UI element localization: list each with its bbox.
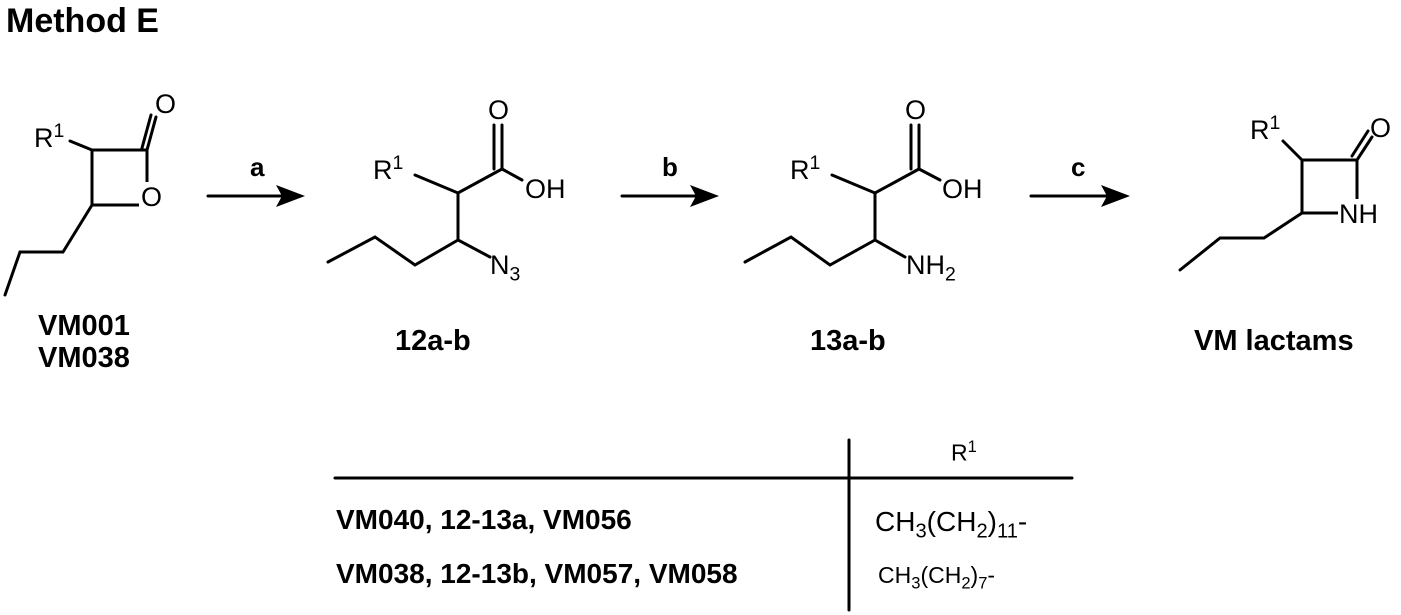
label-r1-s4: R1 <box>1250 112 1281 145</box>
label-nh2-s3: NH2 <box>906 250 956 286</box>
bond-r1 <box>1281 139 1304 162</box>
bond-backbone <box>413 167 504 195</box>
label-carbonyl-o-s1: O <box>155 89 177 119</box>
label-r1-s1: R1 <box>34 120 65 153</box>
arrowhead-c <box>1101 185 1130 207</box>
table-row-1-r1: CH3(CH2)11- <box>875 506 1028 543</box>
bond-oh <box>500 167 524 182</box>
step-label-b: b <box>662 152 678 182</box>
compound-label-start-2: VM038 <box>38 342 130 374</box>
label-ring-o-s1: O <box>139 182 165 213</box>
ring-top-right <box>1300 158 1359 189</box>
compound-label-13: 13a-b <box>810 325 886 357</box>
label-r1-s3: R1 <box>790 152 821 185</box>
structure-azido-acid <box>326 123 524 267</box>
bond-nh2 <box>873 191 907 259</box>
arrowhead-a <box>276 185 305 207</box>
carbonyl-bond <box>145 115 158 152</box>
propyl-chain <box>1178 211 1304 272</box>
structure-beta-lactone <box>3 113 158 297</box>
label-n3-s2: N3 <box>490 250 521 286</box>
label-nh-s4: NH <box>1338 199 1379 230</box>
compound-label-start-1: VM001 <box>38 310 130 342</box>
page-title: Method E <box>6 2 159 40</box>
structure-amino-acid <box>743 123 942 267</box>
table-row-2-r1: CH3(CH2)7- <box>878 562 996 593</box>
label-carbonyl-o-s3: O <box>905 95 927 125</box>
label-carbonyl-o-s4: O <box>1370 113 1392 143</box>
step-label-c: c <box>1071 152 1086 182</box>
label-r1-s2: R1 <box>373 152 404 185</box>
label-oh-s2: OH <box>525 174 566 204</box>
bond-oh <box>917 167 942 182</box>
bond-r1 <box>68 139 94 152</box>
compound-label-product: VM lactams <box>1194 325 1354 357</box>
arrowhead-b <box>690 185 719 207</box>
carbonyl-bond-2 <box>140 113 153 150</box>
step-label-a: a <box>250 152 265 182</box>
compound-label-12: 12a-b <box>395 325 471 357</box>
table-header-r1: R1 <box>951 437 977 466</box>
table-row-1-compounds: VM040, 12-13a, VM056 <box>336 504 632 535</box>
carbonyl-bond-2 <box>1350 129 1370 158</box>
label-carbonyl-o-s2: O <box>488 95 510 125</box>
table-row-2-compounds: VM038, 12-13b, VM057, VM058 <box>336 558 738 589</box>
propyl-chain <box>743 235 877 267</box>
carbonyl-bond <box>1355 135 1374 162</box>
propyl-chain <box>3 203 94 297</box>
label-oh-s3: OH <box>942 174 983 204</box>
bond-n3 <box>456 191 492 259</box>
propyl-chain <box>326 235 460 267</box>
bond-backbone <box>830 167 921 195</box>
